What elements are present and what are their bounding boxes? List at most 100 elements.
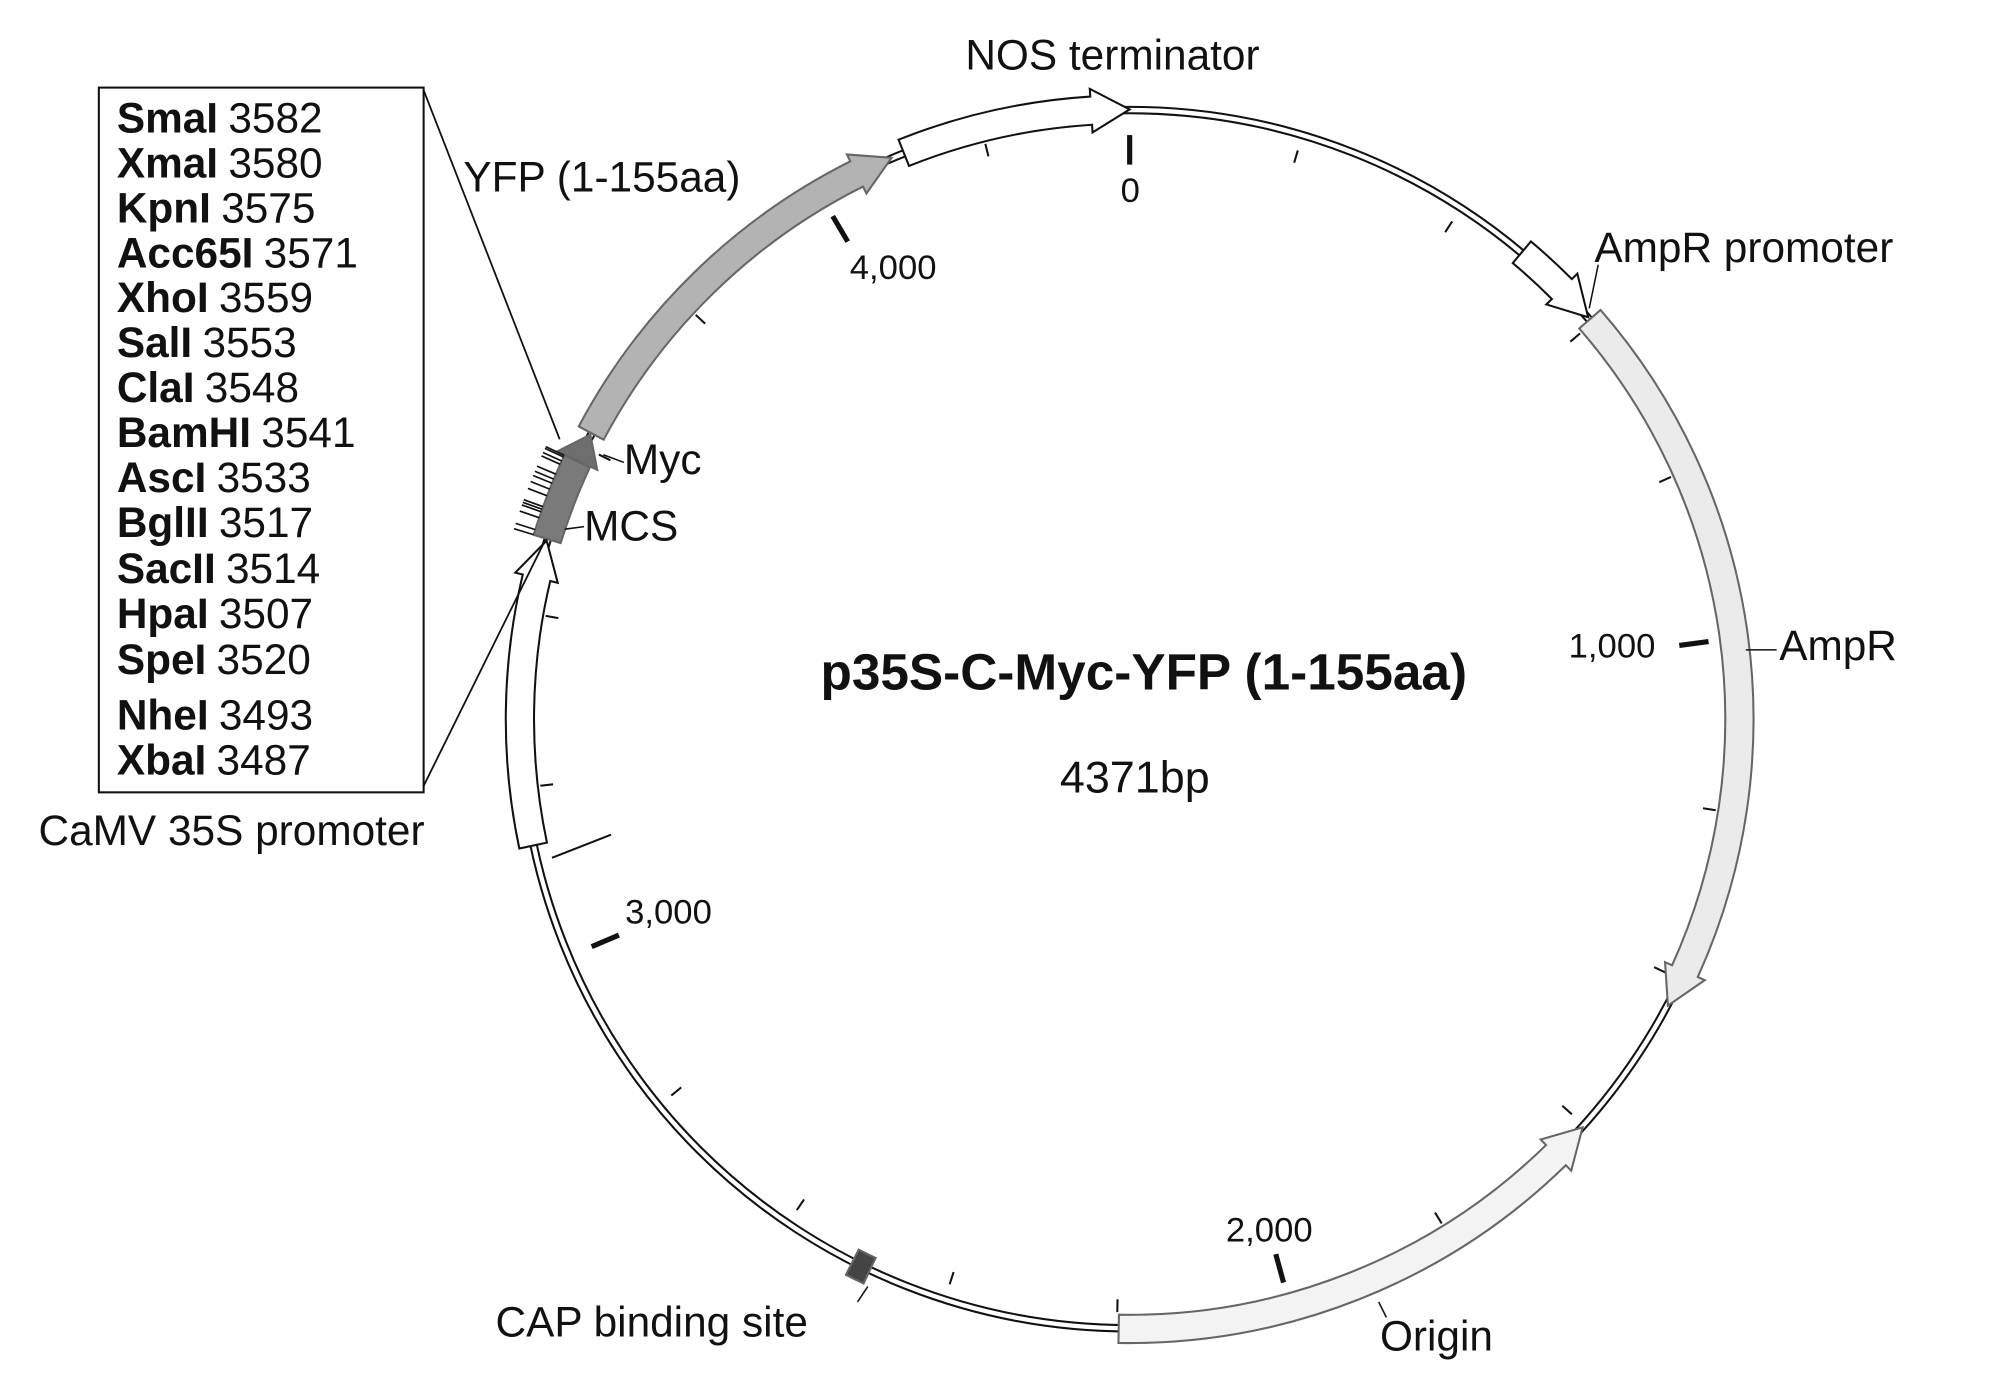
cut-site-mark xyxy=(519,510,540,519)
feature-nos-terminator xyxy=(897,87,1132,168)
enzyme-position: 3571 xyxy=(264,229,358,276)
minor-tick xyxy=(1702,807,1716,812)
cut-site-mark xyxy=(536,465,557,475)
enzyme-name: BamHI xyxy=(117,409,251,456)
major-tick xyxy=(1273,1253,1287,1284)
enzyme-name: Acc65I xyxy=(117,229,254,276)
minor-tick xyxy=(948,1271,955,1285)
enzyme-position: 3553 xyxy=(202,319,296,366)
minor-tick xyxy=(1561,1104,1573,1116)
minor-tick xyxy=(795,1198,805,1211)
label-origin: Origin xyxy=(1380,1313,1493,1360)
enzyme-name: SmaI xyxy=(117,95,218,142)
enzyme-position: 3533 xyxy=(217,454,311,501)
minor-tick xyxy=(1658,475,1672,484)
leader-mcs xyxy=(564,525,585,530)
enzyme-position: 3520 xyxy=(217,636,311,683)
major-tick xyxy=(1678,638,1709,649)
restriction-leader-bottom xyxy=(422,539,547,787)
enzyme-name: SacII xyxy=(117,545,216,592)
features xyxy=(504,87,1755,1345)
minor-tick xyxy=(695,314,706,325)
plasmid-name: p35S-C-Myc-YFP (1-155aa) xyxy=(820,644,1467,701)
tick-marks xyxy=(540,135,1716,1313)
tick-label-2000: 2,000 xyxy=(1226,1212,1313,1250)
enzyme-position: 3548 xyxy=(205,364,299,411)
leader-origin xyxy=(1378,1301,1388,1318)
enzyme-position: 3582 xyxy=(228,95,322,142)
feature-camv-35s-promoter xyxy=(504,538,560,850)
cut-site-mark xyxy=(522,501,543,511)
label-yfp: YFP (1-155aa) xyxy=(463,154,740,201)
minor-tick xyxy=(1293,150,1299,164)
enzyme-name: SpeI xyxy=(117,636,206,683)
label-camv-35s: CaMV 35S promoter xyxy=(39,807,425,854)
minor-tick xyxy=(670,1086,682,1097)
enzyme-position: 3507 xyxy=(219,590,313,637)
feature-cap-binding-site xyxy=(844,1248,878,1285)
tick-label-4000: 4,000 xyxy=(850,249,937,287)
feature-origin xyxy=(1117,1125,1585,1345)
enzyme-name: XmaI xyxy=(117,139,218,186)
cut-site-mark xyxy=(515,522,536,531)
enzyme-position: 3493 xyxy=(219,691,313,738)
enzyme-position: 3514 xyxy=(226,545,320,592)
enzyme-name: XhoI xyxy=(117,274,209,321)
major-tick xyxy=(590,932,620,949)
cut-site-mark xyxy=(542,451,563,462)
plasmid-size: 4371bp xyxy=(1060,751,1210,802)
enzyme-position: 3559 xyxy=(219,274,313,321)
cut-site-mark xyxy=(521,504,542,513)
label-nos-terminator: NOS terminator xyxy=(965,32,1259,79)
enzyme-name: KpnI xyxy=(117,184,211,231)
cut-site-mark xyxy=(523,498,544,508)
minor-tick xyxy=(1653,966,1667,974)
enzyme-name: HpaI xyxy=(117,590,209,637)
cut-site-mark xyxy=(532,474,553,485)
enzyme-position: 3541 xyxy=(261,409,355,456)
tick-label-0: 0 xyxy=(1121,172,1140,210)
minor-tick xyxy=(598,453,611,462)
minor-tick xyxy=(545,614,559,620)
leader-ampr-promoter xyxy=(1588,264,1599,309)
feature-ampr xyxy=(1577,308,1755,1008)
enzyme-position: 3487 xyxy=(217,736,311,783)
feature-yfp xyxy=(577,153,894,442)
minor-tick xyxy=(1569,332,1581,343)
leader-myc xyxy=(603,454,625,464)
cut-site-mark xyxy=(513,527,534,536)
label-myc: Myc xyxy=(624,436,702,483)
enzyme-name: BglII xyxy=(117,499,209,546)
cut-site-mark xyxy=(545,445,565,457)
leader-cap xyxy=(856,1286,869,1303)
enzyme-name: NheI xyxy=(117,691,209,738)
cut-site-mark xyxy=(527,487,548,497)
enzyme-name: AscI xyxy=(117,454,206,501)
enzyme-name: ClaI xyxy=(117,364,195,411)
enzyme-name: SalI xyxy=(117,319,192,366)
cut-site-mark xyxy=(534,470,555,480)
feature-mcs xyxy=(532,453,592,545)
label-cap-binding-site: CAP binding site xyxy=(496,1299,808,1346)
cut-site-mark xyxy=(544,447,564,458)
camv-leader xyxy=(551,833,612,859)
label-mcs: MCS xyxy=(584,503,678,550)
restriction-site-box xyxy=(97,86,425,794)
